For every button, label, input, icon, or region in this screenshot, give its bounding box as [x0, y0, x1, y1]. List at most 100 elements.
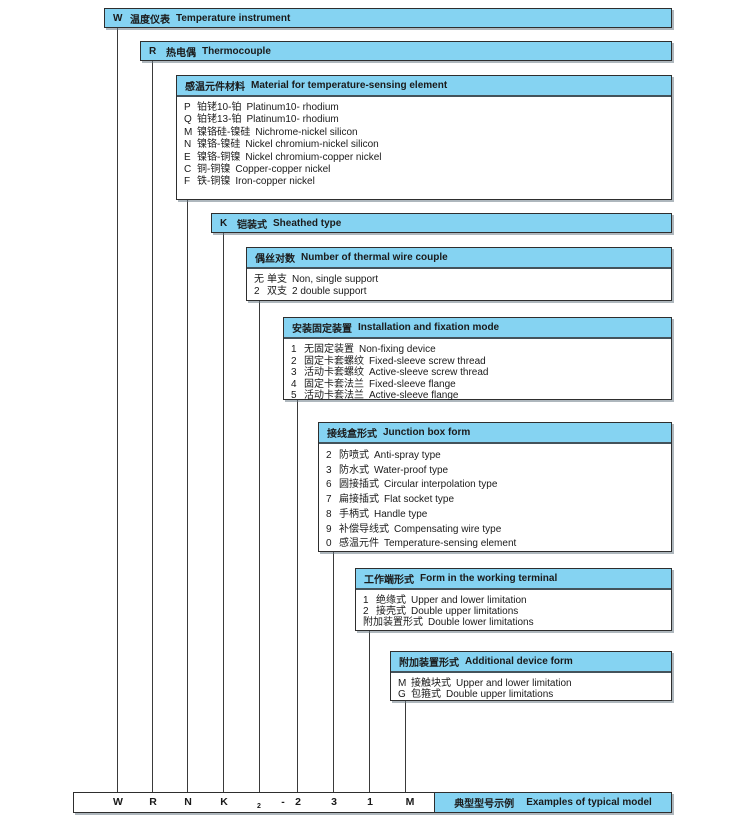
box-header: 偶丝对数 Number of thermal wire couple — [247, 248, 671, 269]
connector-line — [259, 301, 260, 792]
header-english: Sheathed type — [273, 217, 342, 229]
box-header: 工作端形式 Form in the working terminal — [356, 569, 671, 590]
item-code: 2 — [254, 286, 260, 297]
box-header: 安装固定装置 Installation and fixation mode — [284, 318, 671, 339]
item-cn: 镍铬-镍硅 — [197, 139, 241, 151]
model-char-subscript: 2 — [257, 803, 261, 810]
item-cn: 单支 — [267, 274, 287, 285]
item-cn: 防水式 — [339, 464, 369, 476]
item-code: C — [184, 164, 192, 176]
item-code: M — [398, 678, 407, 689]
connector-line — [187, 200, 188, 792]
item-en: Temperature-sensing element — [384, 538, 517, 550]
item-en: Platinum10- rhodium — [246, 102, 339, 113]
header-english: Additional device form — [465, 656, 573, 667]
connector-line — [223, 232, 224, 792]
model-char: R — [149, 796, 157, 808]
model-example-row: W R N K 2 - 2 3 1 M 典型型号示例 Examples of t… — [73, 792, 672, 813]
item-en: Double upper limitations — [411, 606, 519, 617]
header-chinese: 接线盒形式 — [327, 429, 377, 440]
header-english: Material for temperature-sensing element — [251, 80, 448, 91]
connector-line — [117, 27, 118, 792]
item-en: Platinum10- rhodium — [246, 114, 339, 126]
item-cn: 镍铬硅-镍硅 — [197, 126, 251, 138]
header-english: Number of thermal wire couple — [301, 252, 448, 263]
item-cn: 铂铑13-铂 — [197, 114, 242, 126]
item-en: Non, single support — [292, 274, 379, 285]
item-cn: 活动卡套法兰 — [304, 390, 364, 402]
item-cn: 补偿导线式 — [339, 523, 389, 535]
item-cn: 铂铑10-铂 — [197, 102, 242, 113]
connector-line — [152, 60, 153, 792]
item-cn: 接触块式 — [411, 678, 451, 689]
item-en: Circular interpolation type — [384, 479, 498, 491]
item-code: G — [398, 689, 406, 700]
item-en: Nickel chromium-copper nickel — [245, 151, 382, 163]
model-example-label: 典型型号示例 Examples of typical model — [434, 793, 671, 812]
item-en: Non-fixing device — [359, 344, 436, 355]
item-code: F — [184, 176, 191, 188]
item-en: Fixed-sleeve flange — [369, 378, 456, 390]
item-en: Copper-copper nickel — [235, 164, 331, 176]
item-en: Iron-copper nickel — [235, 176, 315, 188]
code-letter: K — [220, 217, 228, 229]
item-en: Upper and lower limitation — [456, 678, 572, 689]
header-english: Thermocouple — [202, 45, 271, 57]
connector-line — [405, 701, 406, 792]
model-char: 2 — [295, 796, 301, 808]
item-code: 3 — [291, 367, 297, 379]
model-char: 3 — [331, 796, 337, 808]
item-cn: 圆接插式 — [339, 479, 379, 491]
item-en: Double upper limitations — [446, 689, 554, 700]
item-code: 5 — [291, 390, 297, 402]
item-en: Flat socket type — [384, 494, 455, 506]
item-code: 2 — [291, 355, 297, 367]
box-header: W 温度仪表 Temperature instrument — [105, 9, 671, 27]
connector-line — [369, 631, 370, 792]
box-header: 附加装置形式 Additional device form — [391, 652, 671, 673]
item-code: N — [184, 139, 192, 151]
item-en: Handle type — [374, 508, 428, 520]
model-char: M — [405, 796, 415, 808]
item-cn: 固定卡套螺纹 — [304, 355, 364, 367]
model-char: N — [184, 796, 192, 808]
item-code: 8 — [326, 508, 332, 520]
item-en: Nichrome-nickel silicon — [255, 126, 358, 138]
item-cn: 双支 — [267, 286, 287, 297]
header-english: Temperature instrument — [176, 12, 291, 24]
item-code: 7 — [326, 494, 332, 506]
item-en: Active-sleeve flange — [369, 390, 459, 402]
item-cn: 活动卡套螺纹 — [304, 367, 364, 379]
item-cn: 感温元件 — [339, 538, 379, 550]
item-code: E — [184, 151, 191, 163]
item-code: 2 — [326, 450, 332, 461]
item-code: M — [184, 126, 193, 138]
box-additional-device-form: 附加装置形式 Additional device form M 接触块式 Upper… — [390, 651, 672, 701]
list-item: M 镍铬硅-镍硅 Nichrome-nickel silicon — [184, 127, 671, 139]
model-char: K — [220, 796, 228, 808]
box-header: R 热电偶 Thermocouple — [141, 42, 671, 60]
item-code: 1 — [291, 344, 297, 355]
